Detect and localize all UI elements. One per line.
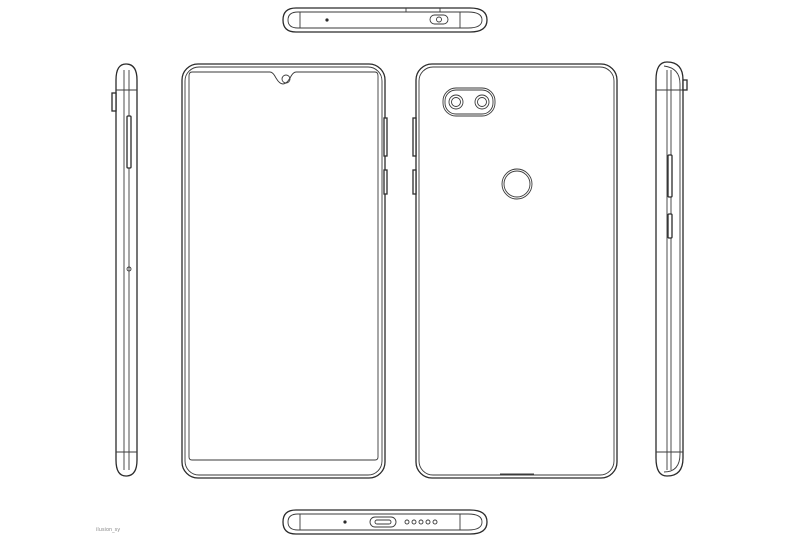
left-button-upper: [111, 92, 117, 112]
power-button: [667, 213, 673, 239]
back-view: [412, 63, 618, 479]
right-top-cap: [682, 79, 688, 91]
speaker-grille: [404, 519, 438, 525]
sim-tray: [126, 115, 132, 169]
top-mic-hole: [325, 18, 329, 22]
volume-rocker: [667, 154, 673, 198]
front-side-button-2: [383, 169, 388, 195]
watermark: ilusion_sy: [96, 527, 121, 533]
dual-camera-module: [442, 87, 496, 117]
bottom-edge-view: [282, 509, 488, 535]
bottom-mic-hole: [343, 520, 347, 524]
back-side-button-1: [412, 117, 417, 157]
front-view: [181, 63, 388, 479]
left-side-view: [111, 63, 138, 477]
front-side-button-1: [383, 117, 388, 157]
back-side-button-2: [412, 169, 417, 195]
usb-c-port: [369, 516, 397, 528]
right-side-view: [655, 61, 688, 477]
rear-camera-2: [474, 94, 490, 110]
front-screen: [188, 71, 379, 461]
fingerprint-sensor: [501, 168, 533, 200]
front-camera: [281, 74, 291, 84]
sim-eject-hole: [126, 266, 132, 272]
top-edge-view: [282, 7, 488, 33]
headphone-jack: [429, 14, 449, 25]
rear-camera-1: [448, 94, 464, 110]
